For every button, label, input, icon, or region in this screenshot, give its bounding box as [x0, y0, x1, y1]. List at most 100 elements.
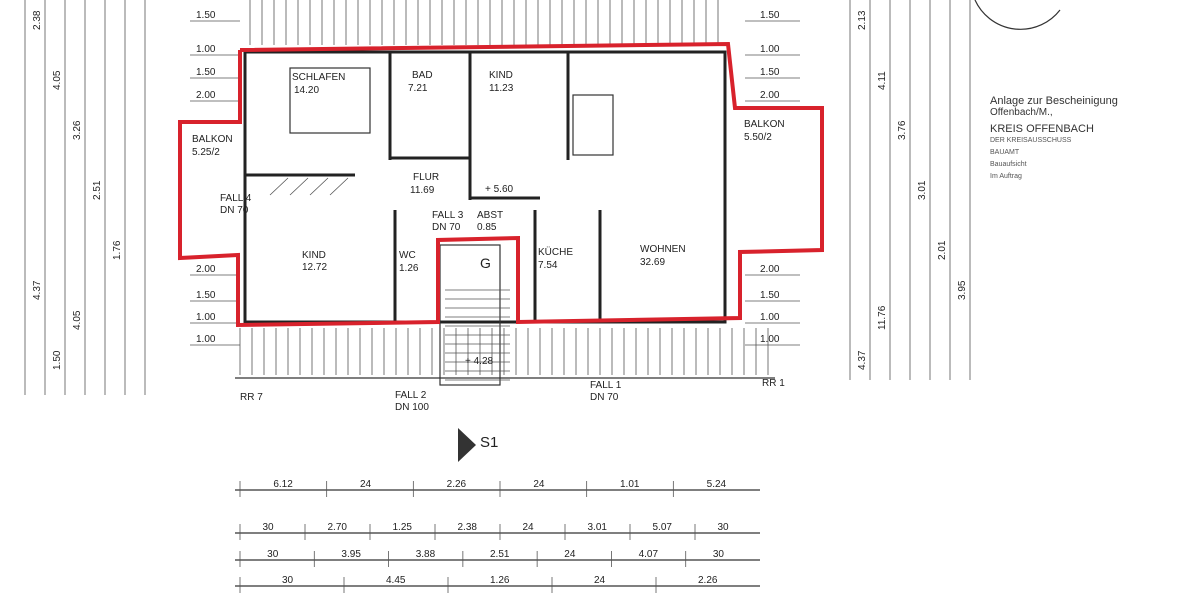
- room-name: ABST: [477, 210, 503, 221]
- dimension-label: 2.38: [458, 522, 478, 533]
- dimension-label: 1.00: [196, 334, 216, 345]
- dimension-label: 11.76: [877, 305, 888, 330]
- dimension-label: 24: [523, 522, 535, 533]
- room-labels: SCHLAFEN 14.20 BAD 7.21 KIND 11.23 BALKO…: [192, 70, 785, 462]
- room-area: 5.25/2: [192, 147, 220, 158]
- room-area: 12.72: [302, 262, 327, 273]
- dimension-label: 24: [533, 479, 545, 490]
- stair-step: [329, 177, 349, 196]
- pipe-label: DN 100: [395, 402, 429, 413]
- room-name: KÜCHE: [538, 246, 573, 258]
- pipe-label: FALL 2: [395, 390, 427, 401]
- dimension-label: 2.00: [196, 264, 216, 275]
- dimension-label: 30: [282, 575, 294, 586]
- section-arrow-icon: [458, 428, 476, 462]
- official-stamp: [974, 0, 1061, 30]
- pipe-label: DN 70: [432, 222, 461, 233]
- dimension-label: 1.00: [760, 312, 780, 323]
- room-area: 5.50/2: [744, 132, 772, 143]
- dimension-label: 30: [263, 522, 275, 533]
- level-mark: + 5.60: [485, 184, 514, 195]
- dimension-label: 2.26: [698, 575, 718, 586]
- note-line: Anlage zur Bescheinigung: [990, 95, 1118, 107]
- room-area: 11.23: [489, 83, 514, 94]
- dimension-label: 30: [718, 522, 730, 533]
- dimension-label: 24: [564, 549, 576, 560]
- dimension-label: 1.50: [196, 67, 216, 78]
- dimension-label: 2.01: [937, 240, 948, 260]
- room-name: WC: [399, 250, 416, 261]
- dimension-label: 4.45: [386, 575, 406, 586]
- dimension-label: 2.51: [92, 180, 103, 200]
- dimension-labels: 1.50 1.00 1.50 2.00 2.00 1.50 1.00 1.00 1.50 1.00…: [32, 10, 968, 586]
- dimension-label: 2.70: [328, 522, 348, 533]
- note-line: Bauaufsicht: [990, 161, 1027, 168]
- dimension-label: 24: [360, 479, 372, 490]
- room-name: SCHLAFEN: [292, 72, 345, 83]
- dimension-label: 3.26: [72, 120, 83, 140]
- dimension-label: 1.25: [393, 522, 413, 533]
- room-name: KIND: [489, 70, 513, 81]
- approval-note: Anlage zur Bescheinigung Offenbach/M., K…: [990, 95, 1118, 183]
- room-name: BAD: [412, 70, 433, 81]
- walls: [243, 50, 727, 386]
- stair-label: G: [480, 255, 491, 271]
- dimension-label: 2.51: [490, 549, 510, 560]
- dimension-label: 1.50: [196, 10, 216, 21]
- dimension-label: 5.07: [653, 522, 673, 533]
- pipe-label: FALL 3: [432, 210, 464, 221]
- dimension-label: 4.05: [52, 70, 63, 90]
- dimension-label: 2.00: [760, 264, 780, 275]
- stair-step: [289, 177, 309, 196]
- dimension-label: 3.76: [897, 120, 908, 140]
- stair-flight: [269, 177, 510, 381]
- pipe-label: DN 70: [590, 392, 619, 403]
- dimension-label: 4.37: [32, 280, 43, 300]
- dimension-lines: [24, 0, 971, 593]
- room-area: 1.26: [399, 263, 419, 274]
- dimension-label: 3.01: [588, 522, 608, 533]
- dimension-label: 1.76: [112, 240, 123, 260]
- dimension-label: 1.50: [760, 67, 780, 78]
- room-name: BALKON: [744, 119, 785, 130]
- stair-step: [309, 177, 329, 196]
- level-mark: + 4.28: [465, 356, 494, 367]
- dimension-label: 4.11: [877, 71, 888, 90]
- dimension-label: 1.00: [760, 334, 780, 345]
- room-area: 7.54: [538, 260, 558, 271]
- dimension-label: 2.00: [760, 90, 780, 101]
- dimension-label: 24: [594, 575, 606, 586]
- room-area: 11.69: [410, 185, 435, 196]
- dimension-label: 4.05: [72, 310, 83, 330]
- room-name: BALKON: [192, 134, 233, 145]
- dimension-label: 1.50: [196, 290, 216, 301]
- room-name: WOHNEN: [640, 244, 686, 255]
- rr-label: RR 1: [762, 378, 785, 389]
- dimension-label: 3.01: [917, 180, 928, 200]
- dimension-label: 5.24: [707, 479, 727, 490]
- dimension-label: 30: [713, 549, 725, 560]
- dimension-label: 1.50: [52, 350, 63, 370]
- dimension-label: 1.00: [196, 44, 216, 55]
- pipe-label: DN 70: [220, 205, 249, 216]
- note-line: Offenbach/M.,: [990, 107, 1053, 118]
- dimension-label: 2.13: [857, 10, 868, 30]
- dimension-label: 1.00: [760, 44, 780, 55]
- dimension-label: 3.95: [957, 280, 968, 300]
- apartment-outline: [178, 41, 824, 328]
- pipe-label: FALL 1: [590, 380, 622, 391]
- dimension-label: 4.07: [639, 549, 659, 560]
- note-line: BAUAMT: [990, 149, 1020, 156]
- dimension-label: 1.00: [196, 312, 216, 323]
- rr-label: RR 7: [240, 392, 263, 403]
- dimension-label: 4.37: [857, 350, 868, 370]
- dimension-label: 2.38: [32, 10, 43, 30]
- dimension-label: 3.88: [416, 549, 436, 560]
- room-name: FLUR: [413, 172, 439, 183]
- dimension-label: 2.26: [447, 479, 467, 490]
- dimension-label: 1.50: [760, 290, 780, 301]
- section-marker: S1: [480, 434, 498, 451]
- note-line: Im Auftrag: [990, 173, 1022, 180]
- dimension-label: 30: [267, 549, 279, 560]
